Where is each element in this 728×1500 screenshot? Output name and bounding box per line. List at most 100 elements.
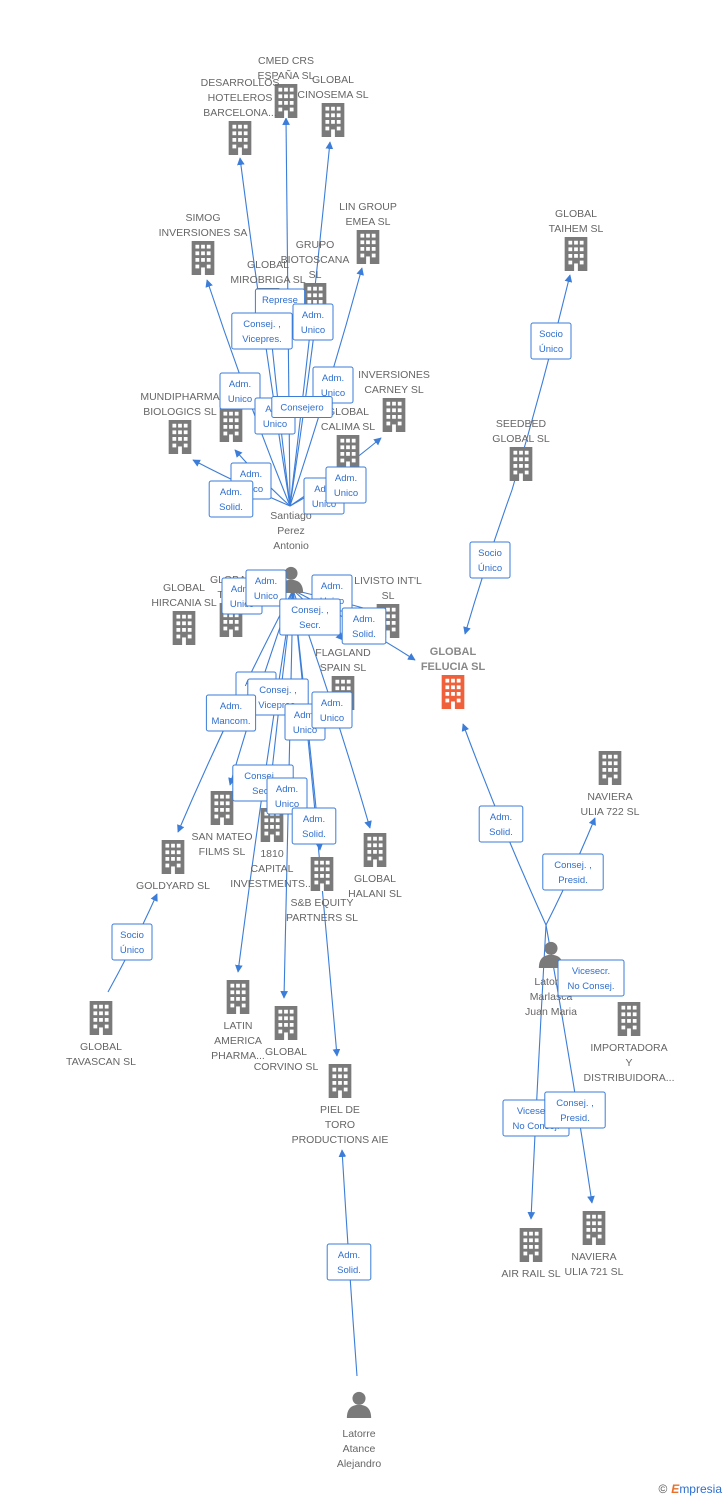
node-label-line: Antonio: [273, 540, 309, 552]
node-label-line: LATIN: [224, 1020, 253, 1032]
company-icon: [617, 1002, 641, 1036]
relation-badge-r33[interactable]: Adm.Solid.: [326, 1243, 372, 1281]
node-label-line: GLOBAL: [265, 1046, 307, 1058]
node-airrail[interactable]: AIR RAIL SL: [501, 1228, 561, 1280]
relation-badge-r26[interactable]: Adm.Solid.: [291, 807, 337, 845]
relation-badge-r5[interactable]: Adm. Unico: [312, 366, 354, 404]
relation-label-line: Adm.: [321, 698, 343, 709]
relation-badge-frame: [557, 959, 625, 997]
relation-badge-r9[interactable]: Adm.Solid.: [208, 480, 254, 518]
relation-badge-r3[interactable]: Adm.Unico: [292, 303, 334, 341]
relation-label-line: Unico: [334, 488, 358, 499]
node-label-line: Alejandro: [337, 1458, 382, 1470]
node-livisto[interactable]: LIVISTO INT'LSL: [354, 575, 422, 638]
company-icon: [210, 791, 234, 825]
node-label-line: LIVISTO INT'L: [354, 575, 422, 587]
relation-label-line: Adm.: [240, 469, 262, 480]
node-label-line: GLOBAL: [247, 259, 289, 271]
relation-badge-r28[interactable]: Consej. ,Presid.: [542, 853, 604, 891]
node-label-line: PIEL DE: [320, 1104, 360, 1116]
relations-layer: Represe...Consej. ,Vicepres.Adm.UnicoAdm…: [111, 288, 625, 1281]
company-icon: [274, 84, 298, 118]
node-importadora[interactable]: IMPORTADORAYDISTRIBUIDORA...: [583, 1002, 675, 1084]
relation-badge-r2[interactable]: Consej. ,Vicepres.: [231, 312, 293, 350]
relation-label-line: Unico: [321, 388, 345, 399]
relation-badge-r23[interactable]: Adm.Unico: [311, 691, 353, 729]
relation-badge-r21[interactable]: Adm.Mancom.: [205, 694, 257, 732]
node-mirobriga[interactable]: GLOBAL MIROBRIGA SL: [230, 259, 306, 322]
node-label-line: Y: [625, 1057, 632, 1069]
relation-badge-frame: [291, 807, 337, 845]
relation-label-line: No Consej.: [513, 1121, 560, 1132]
node-label-line: CALIMA SL: [321, 421, 375, 433]
relation-label-line: Adm.: [335, 473, 357, 484]
copyright-symbol: ©: [658, 1482, 668, 1496]
relation-badge-frame: [271, 396, 333, 418]
relation-label-line: Consej. ,: [554, 860, 592, 871]
relation-badge-r30[interactable]: Vicesecr. No Consej.: [557, 959, 625, 997]
node-label-line: GLOBAL: [312, 74, 354, 86]
relation-label-line: Adm.: [302, 310, 324, 321]
node-label-line: CAPITAL: [251, 863, 294, 875]
node-label-line: PARTNERS SL: [286, 912, 358, 924]
relation-label-line: Represe: [262, 295, 298, 306]
relation-badge-r15[interactable]: Adm.Unico: [245, 569, 287, 607]
relation-label-line: No Consej.: [568, 981, 615, 992]
relation-badge-r32[interactable]: Consej. ,Presid.: [544, 1091, 606, 1129]
relation-badge-r18[interactable]: Adm.Solid.: [341, 607, 387, 645]
node-label-line: MIROBRIGA SL: [230, 274, 305, 286]
node-goldyard[interactable]: GOLDYARD SL: [136, 840, 210, 892]
node-label-line: HOTELEROS: [208, 92, 273, 104]
relation-label-line: Unico: [275, 799, 299, 810]
node-latinamerica[interactable]: LATINAMERICAPHARMA...: [211, 980, 265, 1062]
relation-badge-r11[interactable]: Adm. Unico: [325, 466, 367, 504]
relation-badge-r27[interactable]: Adm.Solid.: [478, 805, 524, 843]
node-label-line: FLAGLAND: [315, 647, 371, 659]
relation-badge-r4[interactable]: Adm.Unico: [219, 372, 261, 410]
node-desarrollos[interactable]: DESARROLLOSHOTELEROSBARCELONA...: [201, 77, 280, 155]
company-icon: [274, 1006, 298, 1040]
company-icon: [161, 840, 185, 874]
node-label-line: PRODUCTIONS AIE: [292, 1134, 389, 1146]
relation-badge-frame: [311, 691, 353, 729]
relation-badge-frame: [245, 569, 287, 607]
node-label-line: 1810: [260, 848, 284, 860]
relation-label-line: Consej. ,: [244, 771, 282, 782]
relation-label-line: Socio: [478, 548, 502, 559]
relation-badge-r7[interactable]: Consejero: [271, 396, 333, 418]
node-label-line: GRUPO: [296, 239, 335, 251]
relation-label-line: Mancom.: [211, 716, 250, 727]
relation-label-line: Adm.: [322, 373, 344, 384]
node-label-line: INVESTMENTS...: [230, 878, 313, 890]
relation-badge-r25[interactable]: Adm.Unico: [266, 777, 308, 815]
relation-badge-r17[interactable]: Consej. ,Secr.: [279, 598, 341, 636]
relation-label-line: Vicesecr.: [572, 966, 610, 977]
